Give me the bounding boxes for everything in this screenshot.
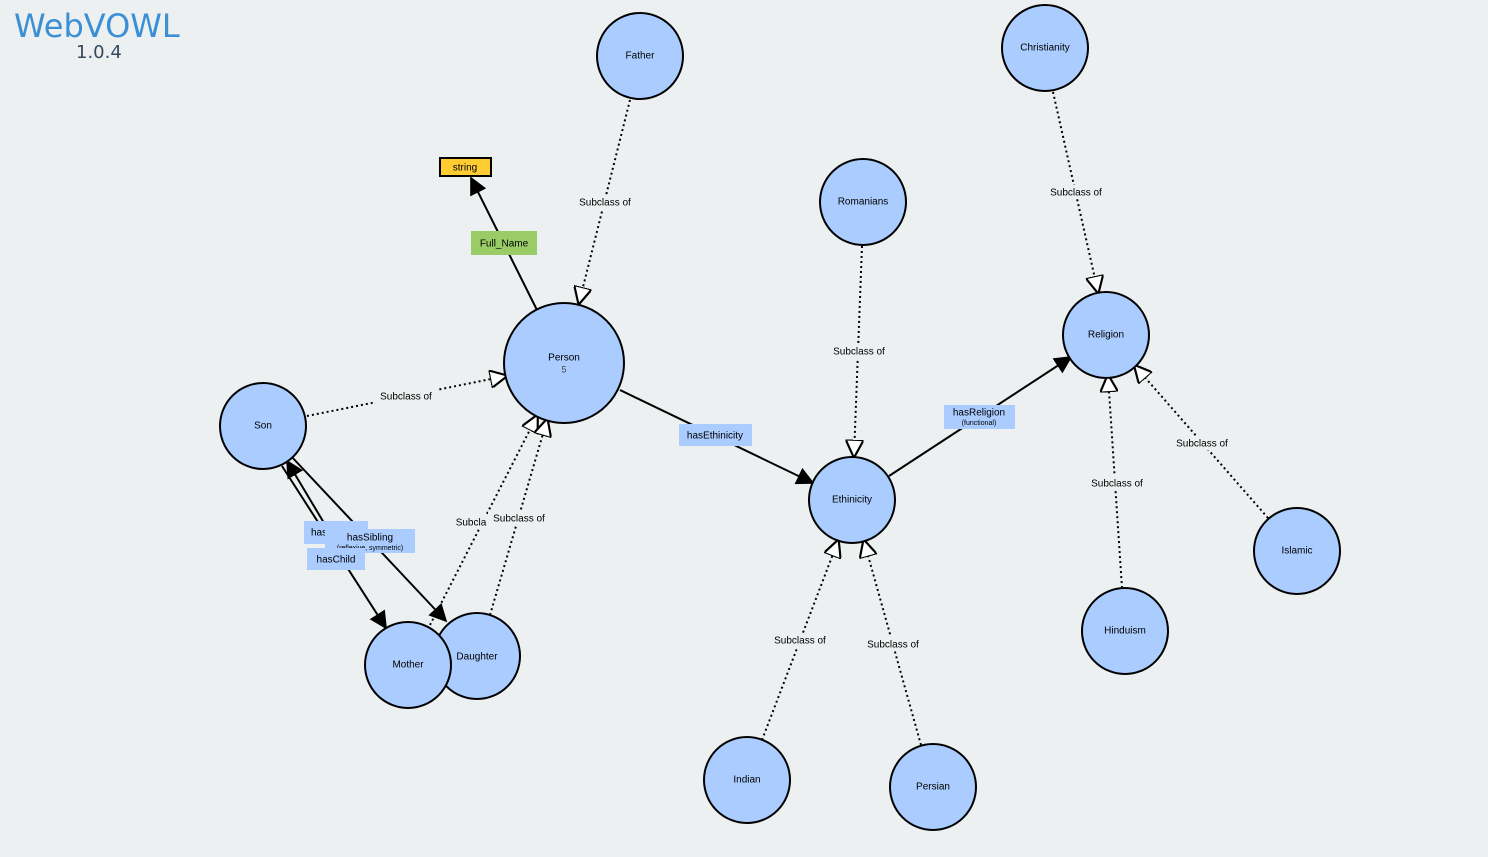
- property-has-ethinicity[interactable]: hasEthinicity: [679, 424, 752, 446]
- subclass-label-romanians: Subclass of: [828, 344, 890, 358]
- svg-text:hasReligion: hasReligion: [953, 408, 1005, 419]
- svg-text:Full_Name: Full_Name: [480, 239, 529, 250]
- svg-text:Subcla: Subcla: [456, 518, 487, 529]
- class-person[interactable]: Person 5: [503, 302, 625, 424]
- svg-text:Subclass of: Subclass of: [380, 392, 432, 403]
- svg-text:(functional): (functional): [962, 420, 997, 427]
- svg-text:Hinduism: Hinduism: [1104, 626, 1146, 637]
- svg-text:Subclass of: Subclass of: [774, 636, 826, 647]
- datatype-string[interactable]: string: [439, 157, 492, 177]
- svg-text:Ethinicity: Ethinicity: [832, 495, 872, 506]
- property-has-religion[interactable]: hasReligion (functional): [944, 405, 1015, 429]
- subclass-label-christianity: Subclass of: [1045, 185, 1107, 199]
- app-version: 1.0.4: [76, 42, 122, 63]
- svg-text:hasChild: hasChild: [317, 555, 356, 566]
- subclass-label-son: Subclass of: [375, 389, 437, 403]
- subclass-label-persian: Subclass of: [862, 637, 924, 651]
- class-persian[interactable]: Persian: [889, 743, 977, 831]
- class-religion[interactable]: Religion: [1062, 291, 1150, 379]
- svg-text:Daughter: Daughter: [456, 652, 498, 663]
- svg-text:Subclass of: Subclass of: [493, 514, 545, 525]
- svg-text:Subclass of: Subclass of: [867, 640, 919, 651]
- subclass-label-father: Subclass of: [574, 195, 636, 209]
- subclass-label-indian: Subclass of: [769, 633, 831, 647]
- class-islamic[interactable]: Islamic: [1253, 507, 1341, 595]
- svg-text:Person: Person: [548, 353, 580, 364]
- subclass-label-hinduism: Subclass of: [1086, 476, 1148, 490]
- class-father[interactable]: Father: [596, 12, 684, 100]
- svg-text:Subclass of: Subclass of: [1091, 479, 1143, 490]
- christianity-subclass-edge: [1052, 91, 1098, 292]
- class-christianity[interactable]: Christianity: [1001, 4, 1089, 92]
- svg-text:Romanians: Romanians: [838, 197, 889, 208]
- svg-text:Son: Son: [254, 421, 272, 432]
- class-ethinicity[interactable]: Ethinicity: [808, 456, 896, 544]
- class-romanians[interactable]: Romanians: [819, 158, 907, 246]
- svg-text:(reflexive, symmetric): (reflexive, symmetric): [337, 545, 404, 552]
- svg-text:Persian: Persian: [916, 782, 950, 793]
- class-son[interactable]: Son: [219, 382, 307, 470]
- svg-text:Religion: Religion: [1088, 330, 1124, 341]
- svg-text:Subclass of: Subclass of: [579, 198, 631, 209]
- property-full-name[interactable]: Full_Name: [471, 231, 537, 255]
- svg-text:Mother: Mother: [392, 660, 424, 671]
- class-mother[interactable]: Mother: [364, 621, 452, 709]
- svg-text:Subclass of: Subclass of: [1050, 188, 1102, 199]
- svg-text:hasSibling: hasSibling: [347, 533, 393, 544]
- subclass-label-islamic: Subclass of: [1171, 436, 1233, 450]
- svg-text:Father: Father: [626, 51, 656, 62]
- svg-text:has: has: [311, 528, 327, 539]
- svg-text:Indian: Indian: [733, 775, 760, 786]
- class-indian[interactable]: Indian: [703, 736, 791, 824]
- svg-text:string: string: [453, 163, 477, 174]
- svg-text:Christianity: Christianity: [1020, 43, 1069, 54]
- svg-text:hasEthinicity: hasEthinicity: [687, 431, 743, 442]
- subclass-label-daughter: Subclass of: [488, 511, 550, 525]
- svg-text:Subclass of: Subclass of: [1176, 439, 1228, 450]
- svg-text:Islamic: Islamic: [1281, 546, 1312, 557]
- mother-subclass-edge: [429, 416, 537, 626]
- class-hinduism[interactable]: Hinduism: [1081, 587, 1169, 675]
- svg-text:5: 5: [561, 364, 566, 374]
- svg-text:Subclass of: Subclass of: [833, 347, 885, 358]
- app-logo-title: WebVOWL: [14, 7, 180, 45]
- subclass-label-mother: Subcla: [452, 515, 488, 529]
- property-has-child[interactable]: hasChild: [307, 548, 365, 570]
